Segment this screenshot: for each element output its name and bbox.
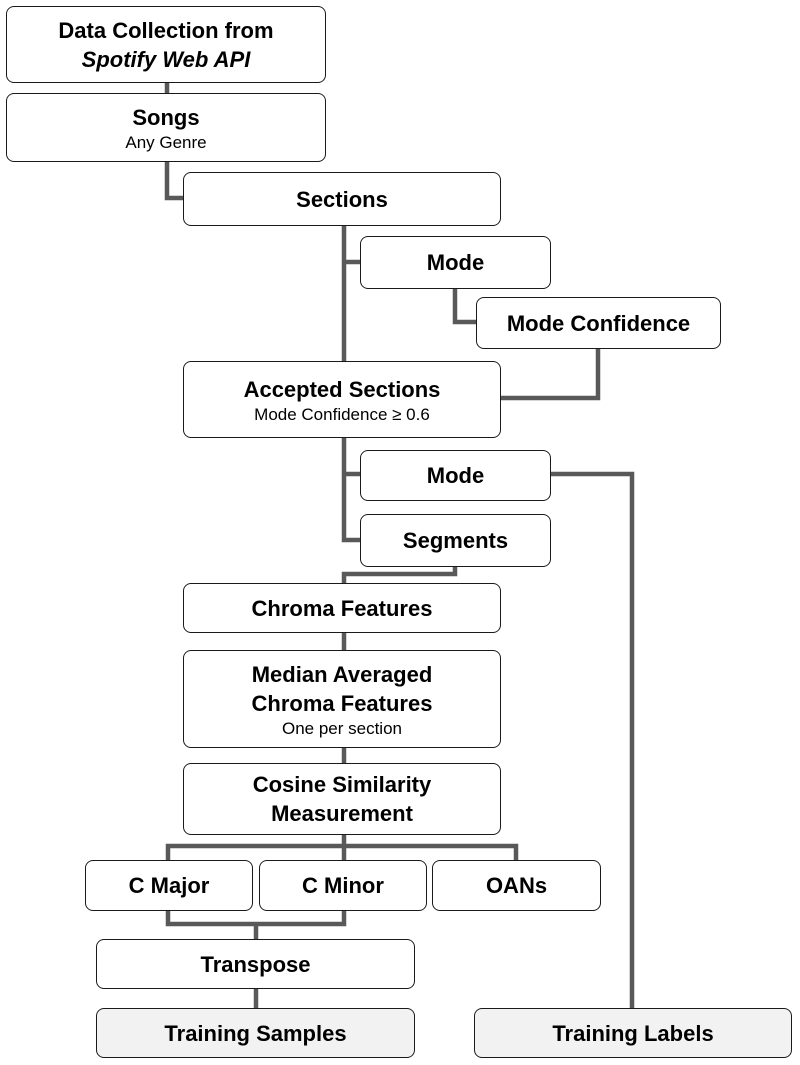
accepted-sections-subtitle: Mode Confidence ≥ 0.6 xyxy=(254,404,430,424)
training-labels-title: Training Labels xyxy=(552,1020,714,1046)
mode-box-1: Mode xyxy=(360,236,551,289)
mode-box-2: Mode xyxy=(360,450,551,501)
sections-title: Sections xyxy=(296,186,388,212)
median-chroma-title-line1: Median Averaged xyxy=(251,661,433,687)
accepted-sections-title: Accepted Sections xyxy=(243,376,441,402)
connector-modeconfidence-accepted xyxy=(501,348,601,401)
mode-confidence-title: Mode Confidence xyxy=(506,310,691,336)
mode-1-title: Mode xyxy=(426,250,485,275)
data-collection-title: Data Collection from xyxy=(58,17,274,43)
median-chroma-title-line2: Chroma Features xyxy=(251,690,433,716)
songs-title: Songs xyxy=(132,104,200,130)
oans-title: OANs xyxy=(485,873,548,898)
median-chroma-box: Median Averaged Chroma Features One per … xyxy=(183,650,501,748)
connector-major-minor-transpose xyxy=(165,910,347,939)
cosine-similarity-title-line2: Measurement xyxy=(271,801,413,826)
mode-2-title: Mode xyxy=(426,463,485,488)
segments-box: Segments xyxy=(360,514,551,567)
chroma-features-box: Chroma Features xyxy=(183,583,501,633)
c-major-box: C Major xyxy=(85,860,253,911)
data-collection-box: Data Collection from Spotify Web API xyxy=(6,6,326,83)
oans-box: OANs xyxy=(432,860,601,911)
training-samples-box: Training Samples xyxy=(96,1008,415,1058)
cosine-similarity-title-line1: Cosine Similarity xyxy=(252,772,432,797)
connector-mode-traininglabels xyxy=(550,471,635,1008)
median-chroma-subtitle: One per section xyxy=(281,718,402,738)
transpose-box: Transpose xyxy=(96,939,415,989)
connector-songs-sections xyxy=(164,161,183,201)
training-samples-title: Training Samples xyxy=(164,1020,347,1046)
songs-box: Songs Any Genre xyxy=(6,93,326,162)
songs-subtitle: Any Genre xyxy=(125,132,207,152)
sections-box: Sections xyxy=(183,172,501,226)
accepted-sections-box: Accepted Sections Mode Confidence ≥ 0.6 xyxy=(183,361,501,438)
c-major-title: C Major xyxy=(128,873,210,898)
connector-segments-chroma xyxy=(341,566,458,583)
data-collection-source: Spotify Web API xyxy=(81,46,251,72)
cosine-similarity-box: Cosine Similarity Measurement xyxy=(183,763,501,835)
chroma-features-title: Chroma Features xyxy=(251,595,433,621)
c-minor-box: C Minor xyxy=(259,860,427,911)
mode-confidence-box: Mode Confidence xyxy=(476,297,721,349)
segments-title: Segments xyxy=(402,528,509,553)
training-labels-box: Training Labels xyxy=(474,1008,792,1058)
c-minor-title: C Minor xyxy=(302,873,384,898)
connector-mode-modeconfidence xyxy=(452,288,476,325)
connector-cosine-branches xyxy=(165,834,519,860)
transpose-title: Transpose xyxy=(200,951,311,977)
connector-accepted-segments xyxy=(341,437,360,543)
